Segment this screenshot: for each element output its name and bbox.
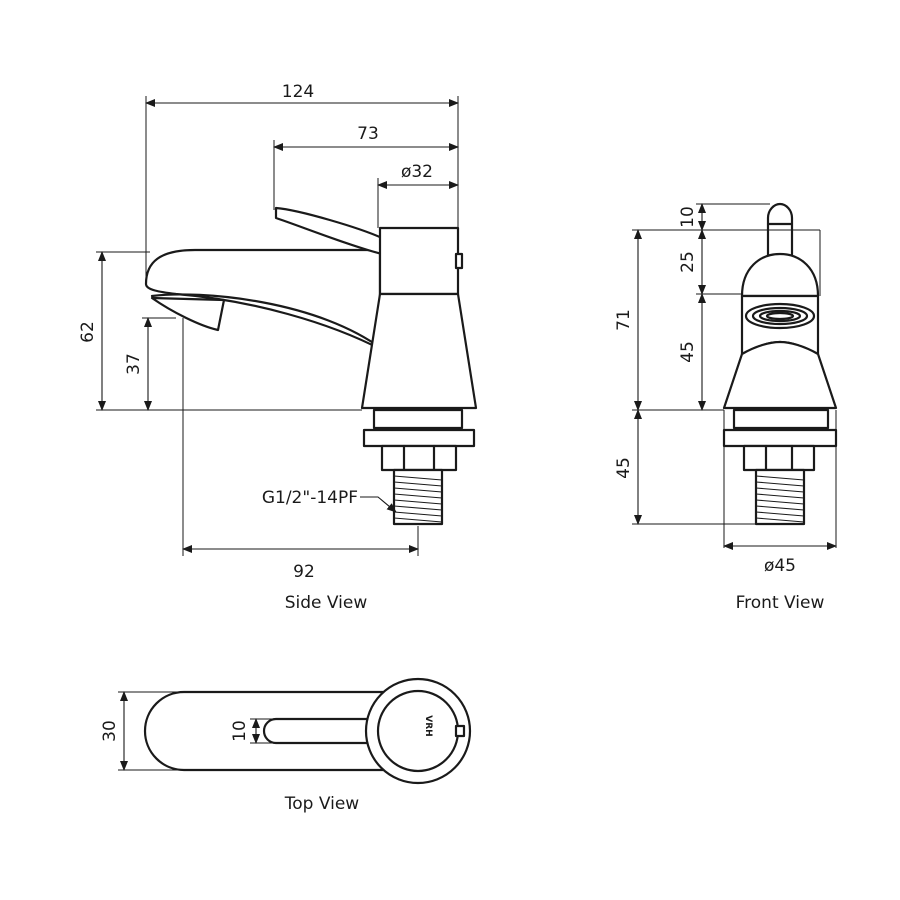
dim-slot: 10: [230, 720, 250, 742]
top-view-caption: Top View: [284, 794, 360, 814]
side-view: 124 73 ø32 62 37 92 G1/2"-14PF: [78, 82, 478, 613]
dim-body-diameter: ø32: [401, 162, 433, 182]
dim-front-total: 71: [614, 309, 634, 331]
front-view-caption: Front View: [736, 593, 825, 613]
dim-top-width: 30: [100, 720, 120, 742]
thread-spec-label: G1/2"-14PF: [262, 488, 358, 508]
dim-total-height: 62: [78, 321, 98, 343]
side-view-caption: Side View: [285, 593, 368, 613]
top-view: VRH 30 10 Top View: [100, 677, 472, 814]
front-view: 10 25 45 71 45 ø45 Front View: [614, 202, 838, 613]
side-dimensions: 124 73 ø32 62 37 92 G1/2"-14PF: [78, 82, 459, 582]
dim-overall-length: 124: [282, 82, 314, 102]
dim-upper: 25: [678, 251, 698, 273]
brand-logo: VRH: [423, 715, 433, 736]
side-view-faucet: [144, 206, 478, 526]
dim-spout-height: 37: [124, 353, 144, 375]
top-dimensions: 30 10: [100, 691, 276, 771]
side-thread-lines: [393, 475, 443, 523]
dim-body: 45: [678, 341, 698, 363]
dim-base-diameter: ø45: [764, 556, 796, 576]
dim-shank: 45: [614, 457, 634, 479]
front-dimensions: 10 25 45 71 45 ø45: [614, 203, 837, 576]
top-view-faucet: VRH: [143, 677, 472, 785]
dim-knob: 10: [678, 206, 698, 228]
dim-reach: 92: [293, 562, 315, 582]
dim-handle-length: 73: [357, 124, 379, 144]
front-thread-lines: [755, 475, 805, 523]
front-view-faucet: [722, 202, 838, 526]
